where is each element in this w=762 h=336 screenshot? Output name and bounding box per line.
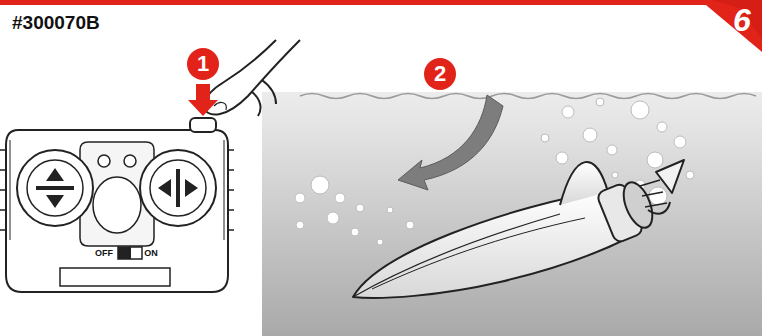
water-panel	[262, 56, 762, 336]
remote-control	[0, 118, 234, 292]
dive-arrow	[398, 95, 503, 190]
page-tab	[700, 0, 762, 52]
header-bar	[0, 0, 762, 5]
switch-label: ON	[144, 249, 158, 258]
press-arrow	[188, 84, 218, 116]
callout-number: 2	[434, 63, 446, 85]
joystick-arrows	[36, 168, 198, 208]
callout-circle	[187, 48, 219, 80]
switch-label: OFF	[95, 249, 113, 258]
hand	[204, 40, 300, 116]
submarine	[353, 160, 684, 298]
page-tab-shade	[712, 0, 762, 40]
callout-circle	[424, 58, 456, 90]
model-number: #300070B	[12, 13, 100, 32]
callout-number: 1	[197, 53, 209, 75]
page-number: 6	[733, 4, 751, 36]
